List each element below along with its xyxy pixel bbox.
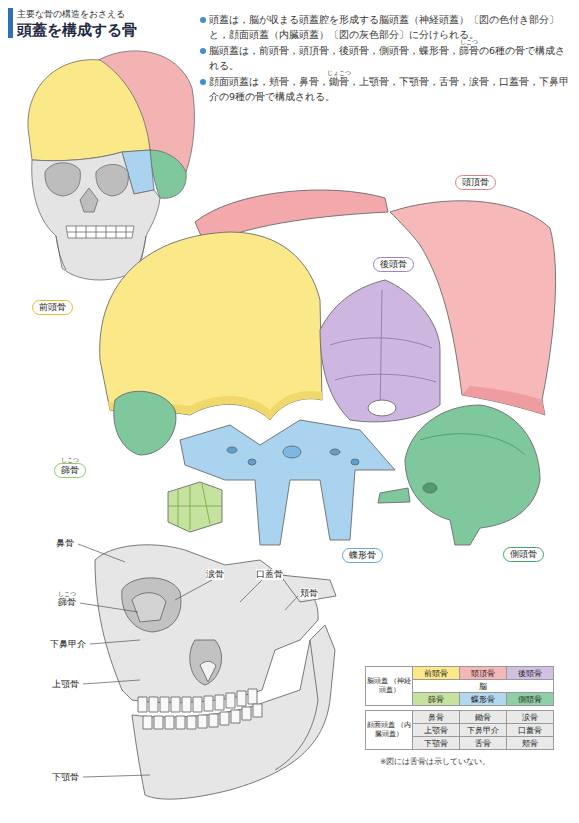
table-cell: 涙骨 (506, 710, 554, 724)
table-cell: 前頭骨 (412, 666, 460, 680)
table-row-header: 脳頭蓋 （神経頭蓋） (365, 666, 413, 706)
ruby-reading: しこつ (61, 457, 79, 463)
part-label: 下顎骨 (52, 772, 79, 783)
table-cell: 頬骨 (506, 736, 554, 750)
table-cell: 口蓋骨 (506, 723, 554, 737)
table-row-header: 顔面頭蓋 （内臓頭蓋） (365, 710, 413, 750)
part-label: 頬骨 (300, 588, 318, 599)
heading-bar (8, 8, 13, 38)
table-cell: 脳 (412, 679, 554, 693)
bullet-dot (200, 48, 206, 54)
leader-lines (78, 544, 298, 777)
bone-label-pill: 後頭骨 (373, 257, 414, 272)
table-cell: 篩骨 (412, 692, 460, 706)
table-cell: 鼻骨 (412, 710, 460, 724)
bone-name: 前頭骨 (33, 302, 72, 313)
table-cell: 下鼻甲介 (459, 723, 507, 737)
table-cell: 頭頂骨 (459, 666, 507, 680)
part-label: 上顎骨 (52, 679, 79, 690)
bone-label-pill: 蝶形骨 (342, 548, 383, 563)
table-note: ※図には舌骨は示していない。 (380, 757, 490, 767)
bone-label-pill: 篩骨 (54, 463, 86, 478)
bone-label-pill: 前頭骨 (32, 300, 73, 315)
bullet-dot (200, 79, 206, 85)
part-label: 鼻骨 (56, 538, 74, 549)
page-title: 頭蓋を構成する骨 (17, 21, 137, 39)
bone-label-pill: 側頭骨 (503, 547, 544, 562)
table-cell: 下顎骨 (412, 736, 460, 750)
part-label: 口蓋骨 (256, 569, 283, 580)
part-label: 下鼻甲介 (50, 639, 86, 650)
section-kicker: 主要な骨の構造をおさえる (17, 9, 125, 20)
bone-name: 蝶形骨 (343, 550, 382, 561)
part-label: 篩骨 (58, 597, 76, 608)
ruby-reading: しこつ (460, 39, 478, 45)
bullet-text: 顔面頭蓋は，頬骨，鼻骨，鋤骨，上顎骨，下顎骨，舌骨，涙骨，口蓋骨，下鼻甲介の9種… (209, 74, 571, 104)
bone-name: 篩骨 (55, 465, 85, 476)
facial-skeleton (95, 545, 336, 799)
bullet-dot (200, 17, 206, 23)
exploded-cranium (100, 190, 556, 545)
table-cell: 蝶形骨 (459, 692, 507, 706)
part-label: 涙骨 (206, 569, 224, 580)
bone-name: 後頭骨 (374, 259, 413, 270)
bullet-text: 脳頭蓋は，前頭骨，頭頂骨，後頭骨，側頭骨，蝶形骨，篩骨の6種の骨で構成される。 (209, 43, 571, 73)
bone-name: 側頭骨 (504, 549, 543, 560)
table-cell: 舌骨 (459, 736, 507, 750)
table-cell: 鋤骨 (459, 710, 507, 724)
bone-label-pill: 頭頂骨 (455, 175, 496, 190)
table-cell: 後頭骨 (506, 666, 554, 680)
ruby-reading: しこつ (58, 591, 76, 597)
ruby-reading: じょこつ (327, 70, 351, 76)
bone-name: 頭頂骨 (456, 177, 495, 188)
bullet-text: 頭蓋は，脳が収まる頭蓋腔を形成する脳頭蓋（神経頭蓋）〔図の色付き部分〕と，顔面頭… (209, 12, 571, 42)
table-cell: 側頭骨 (506, 692, 554, 706)
table-cell: 上顎骨 (412, 723, 460, 737)
